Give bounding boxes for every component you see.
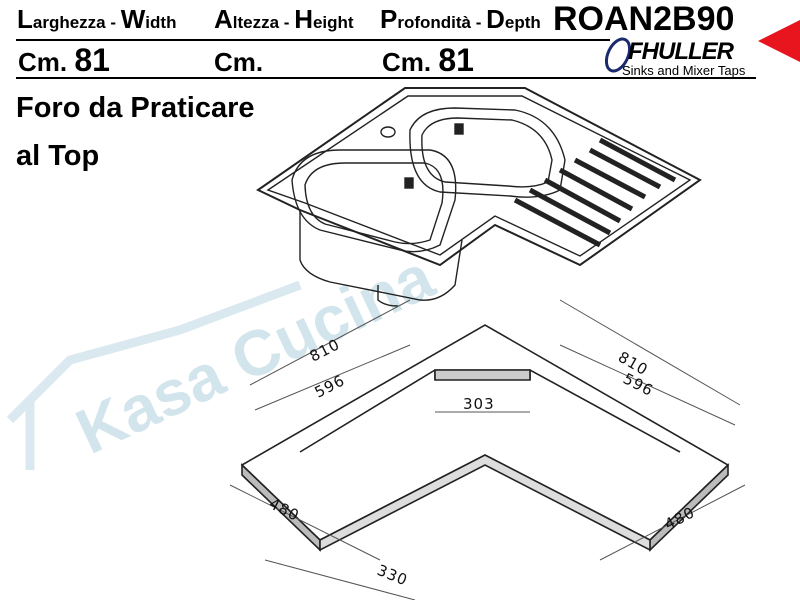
left-bowl-inner — [304, 162, 444, 245]
height-label: Altezza - Height — [214, 4, 354, 35]
dim-corner-cut: 303 — [463, 395, 495, 413]
left-bowl — [291, 149, 457, 253]
width-number: 81 — [74, 42, 110, 78]
left-overflow — [404, 177, 414, 189]
brand-tagline: Sinks and Mixer Taps — [622, 63, 746, 78]
tap-hole — [380, 126, 396, 138]
height-label-rest2: eight — [312, 13, 354, 32]
depth-label-rest2: epth — [504, 13, 541, 32]
height-label-cap2: H — [294, 4, 313, 34]
width-value: Cm. 81 — [18, 42, 110, 79]
depth-label-cap: P — [380, 4, 398, 34]
height-unit: Cm. — [214, 47, 264, 77]
header-bottom-rule — [16, 77, 756, 79]
dim-left-inner: 596 — [312, 371, 348, 401]
cutout-drawing — [240, 324, 730, 552]
height-label-cap: A — [214, 4, 233, 34]
drainboard-grooves — [513, 137, 677, 248]
depth-unit: Cm. — [382, 47, 432, 77]
title-line-2: al Top — [16, 140, 100, 172]
watermark-text: Kasa Cucina — [65, 240, 444, 468]
bowl-body — [299, 210, 463, 301]
sink-drawing — [256, 87, 702, 307]
model-code: ROAN2B90 — [553, 0, 735, 38]
width-label-cap: L — [17, 4, 33, 34]
header-rule — [16, 39, 610, 41]
watermark-roof-icon — [6, 280, 302, 424]
width-label-rest: arghezza - — [32, 13, 121, 32]
watermark: Kasa Cucina — [6, 240, 444, 470]
width-label: Larghezza - Width — [17, 4, 176, 35]
title-line-1: Foro da Praticare — [16, 92, 255, 124]
width-unit: Cm. — [18, 47, 68, 77]
height-label-rest: ltezza - — [232, 13, 295, 32]
depth-value: Cm. 81 — [382, 42, 474, 79]
width-label-cap2: W — [120, 4, 146, 34]
brand-name: FHULLER — [628, 38, 734, 65]
dim-bottom: 330 — [375, 561, 411, 590]
height-value: Cm. — [214, 42, 263, 79]
drain-pipe — [377, 285, 399, 307]
depth-label-cap2: D — [486, 4, 505, 34]
right-bowl-inner — [421, 117, 553, 188]
right-overflow — [454, 123, 464, 135]
sink-rim-inner — [266, 95, 692, 257]
depth-number: 81 — [438, 42, 474, 78]
sink-rim — [256, 87, 702, 267]
right-bowl — [409, 107, 566, 198]
depth-label-rest: rofondità - — [397, 13, 487, 32]
width-label-rest2: idth — [145, 13, 177, 32]
corner-edge-hatch — [434, 369, 531, 381]
dimension-lines — [229, 299, 746, 600]
depth-label: Profondità - Depth — [380, 4, 541, 35]
front-edge-hatch — [319, 454, 651, 552]
dim-right-inner: 596 — [620, 370, 656, 400]
